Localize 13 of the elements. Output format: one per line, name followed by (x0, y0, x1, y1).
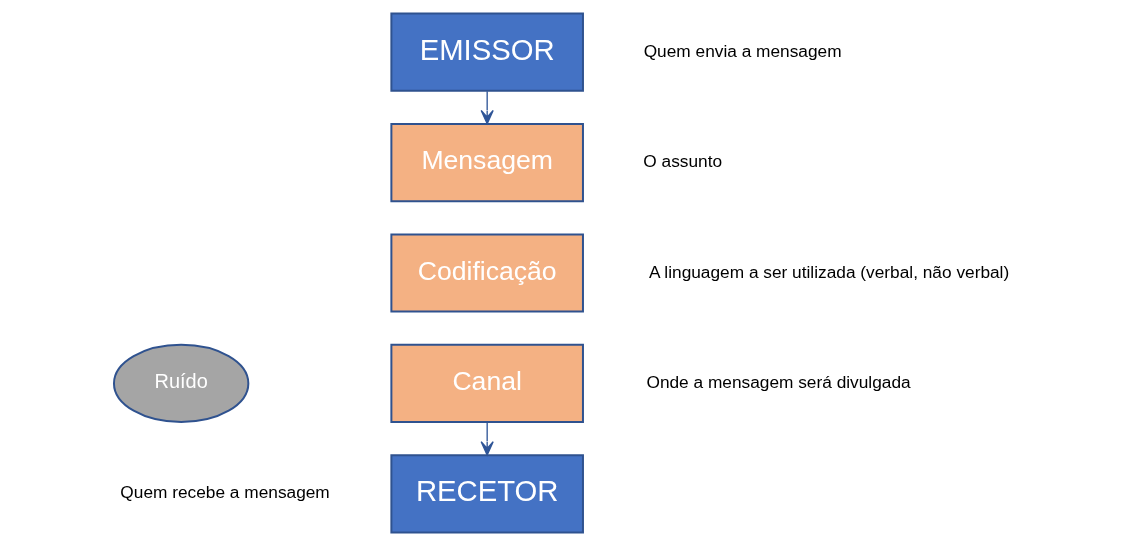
node-box: Canal (389, 343, 584, 423)
node-box: RECETOR (389, 454, 584, 534)
node-box: Codificação (389, 233, 584, 313)
arrow (480, 90, 494, 125)
node-ellipse: Ruído (112, 343, 249, 423)
node-box: EMISSOR (389, 12, 584, 92)
node-label: O assunto (642, 151, 722, 172)
node-label: Onde a mensagem será divulgada (645, 371, 911, 392)
arrow (480, 421, 494, 456)
node-label: A linguagem a ser utilizada (verbal, não verbal) (648, 261, 1009, 282)
node-label: Quem envia a mensagem (643, 40, 842, 61)
node-box: Mensagem (389, 123, 584, 203)
node-label: Quem recebe a mensagem (119, 482, 330, 503)
